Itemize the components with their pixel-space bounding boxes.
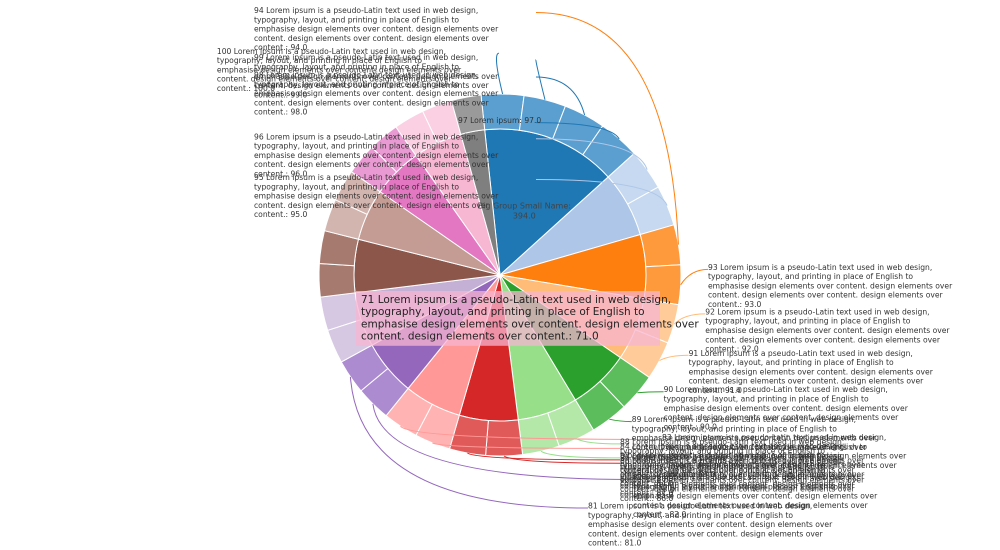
leader-line-86 [503,455,621,464]
slice-label-90: 90 Lorem ipsum is a pseudo-Latin text us… [664,385,909,431]
slice-label-84: 84 Lorem ipsum is a pseudo-Latin text us… [620,442,865,488]
outer-wedge-78[interactable] [318,262,356,298]
leader-line-91 [659,354,689,362]
slice-label-96: 96 Lorem ipsum is a pseudo-Latin text us… [254,132,499,178]
outer-wedge-70[interactable] [450,94,486,135]
slice-label-82: 82 Lorem ipsum is a pseudo-Latin text us… [633,473,878,519]
outer-ring [318,93,682,457]
slice-label-97: 97 Lorem ipsum: 97.0 [458,116,541,125]
leader-line-99 [535,59,546,100]
leader-line-92 [673,313,706,325]
slice-labels: 100 Lorem ipsum is a pseudo-Latin text u… [217,6,953,548]
leader-line-97 [535,122,620,140]
svg-text:71 Lorem ipsum is a pseudo-Lat: 71 Lorem ipsum is a pseudo-Latin text us… [361,294,699,343]
slice-label-86: 86 Lorem ipsum is a pseudo-Latin text us… [620,457,865,503]
leader-line-93 [680,268,709,286]
leader-line-87 [540,450,621,459]
slice-label-88: 88 Lorem ipsum is a pseudo-Latin text us… [620,437,865,483]
slice-label-83: 83 Lorem ipsum is a pseudo-Latin text us… [662,433,907,479]
slice-label-92: 92 Lorem ipsum is a pseudo-Latin text us… [705,307,950,353]
leader-line-96 [535,138,648,170]
leader-line-94 [535,12,679,245]
leader-line-98 [535,76,586,116]
leader-line-83 [400,425,663,440]
slice-label-99: 99 Lorem ipsum is a pseudo-Latin text us… [254,53,499,99]
slice-label-91: 91 Lorem ipsum is a pseudo-Latin text us… [689,349,934,395]
leader-line-100 [495,52,504,95]
slice-label-98: 98 Lorem ipsum is a pseudo-Latin text us… [254,71,499,117]
slice-label-95: 95 Lorem ipsum is a pseudo-Latin text us… [254,173,499,219]
leader-line-90 [637,391,664,394]
leader-line-85 [467,452,621,461]
slice-label-85: 85 Lorem ipsum is a pseudo-Latin text us… [620,453,865,499]
slice-label-94: 94 Lorem ipsum is a pseudo-Latin text us… [254,6,499,52]
leader-line-89 [609,418,632,423]
tooltip: 71 Lorem ipsum is a pseudo-Latin text us… [356,291,699,346]
leader-line-82 [372,403,634,480]
leader-line-88 [576,438,621,445]
slice-label-87: 87 Lorem ipsum is a pseudo-Latin text us… [620,451,865,497]
leader-line-81 [349,376,589,509]
slice-label-81: 81 Lorem ipsum is a pseudo-Latin text us… [588,502,833,548]
leader-line-84 [432,442,621,449]
leader-line-95 [535,179,668,206]
slice-label-93: 93 Lorem ipsum is a pseudo-Latin text us… [708,263,953,309]
leader-lines [349,12,709,509]
group-label-big-group: Big Group Small Name:394.0 [478,202,571,221]
slice-label-89: 89 Lorem ipsum is a pseudo-Latin text us… [632,415,877,461]
slice-label-100: 100 Lorem ipsum is a pseudo-Latin text u… [217,47,462,93]
